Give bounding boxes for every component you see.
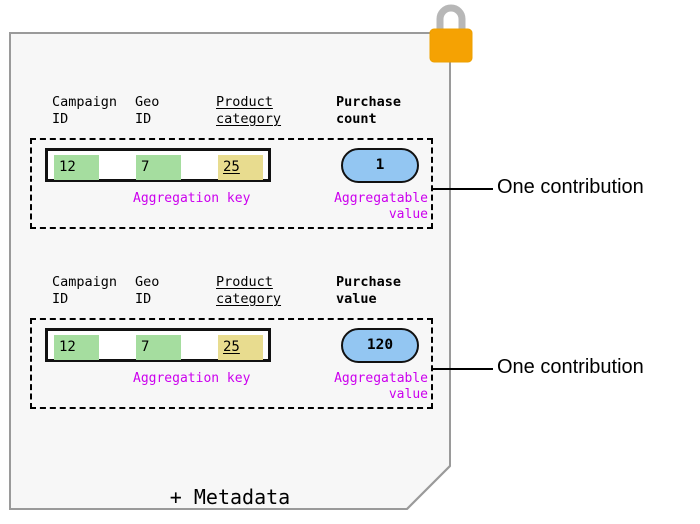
header-campaign-id-2: Campaign ID — [52, 274, 118, 307]
aggregatable-value-annotation-1: Aggregatable value — [334, 191, 428, 222]
aggregation-key-box-2: 12 7 25 — [45, 328, 271, 362]
column-headers-2: Campaign ID Geo ID Product category Purc… — [9, 274, 451, 322]
callout-leader-line-2 — [433, 368, 493, 370]
encrypted-report-card: Campaign ID Geo ID Product category Purc… — [9, 32, 451, 510]
aggregatable-value-pill-2: 120 — [341, 328, 419, 363]
aggregatable-value-annotation-2: Aggregatable value — [334, 371, 428, 402]
key-cell-campaign-id-1: 12 — [54, 155, 99, 180]
key-cell-product-category-1: 25 — [218, 155, 263, 180]
key-cell-product-category-2-text: 25 — [223, 339, 240, 355]
header-product-category: Product category — [216, 94, 282, 127]
key-cell-campaign-id-2: 12 — [54, 335, 99, 360]
column-headers-1: Campaign ID Geo ID Product category Purc… — [9, 94, 451, 142]
key-cell-product-category-1-text: 25 — [223, 159, 240, 175]
key-cell-geo-id-2: 7 — [136, 335, 181, 360]
contribution-boundary-2 — [30, 318, 433, 409]
metadata-label: + Metadata — [169, 485, 291, 509]
header-geo-id: Geo ID — [135, 94, 160, 127]
callout-label-2: One contribution — [497, 356, 644, 378]
aggregation-key-box-1: 12 7 25 — [45, 148, 271, 182]
header-purchase-count: Purchase count — [336, 94, 402, 127]
aggregation-key-annotation-1: Aggregation key — [133, 191, 251, 206]
aggregatable-value-pill-1: 1 — [341, 148, 419, 183]
contribution-block-1: Campaign ID Geo ID Product category Purc… — [9, 94, 451, 229]
contribution-block-2: Campaign ID Geo ID Product category Purc… — [9, 274, 451, 409]
padlock-icon — [425, 0, 477, 66]
header-campaign-id: Campaign ID — [52, 94, 118, 127]
callout-leader-line-1 — [433, 188, 493, 190]
header-product-category-2: Product category — [216, 274, 282, 307]
key-cell-geo-id-1: 7 — [136, 155, 181, 180]
header-purchase-value: Purchase value — [336, 274, 402, 307]
padlock-glyph — [429, 4, 473, 63]
key-cell-product-category-2: 25 — [218, 335, 263, 360]
header-geo-id-2: Geo ID — [135, 274, 160, 307]
callout-label-1: One contribution — [497, 176, 644, 198]
contribution-boundary-1 — [30, 138, 433, 229]
aggregation-key-annotation-2: Aggregation key — [133, 371, 251, 386]
